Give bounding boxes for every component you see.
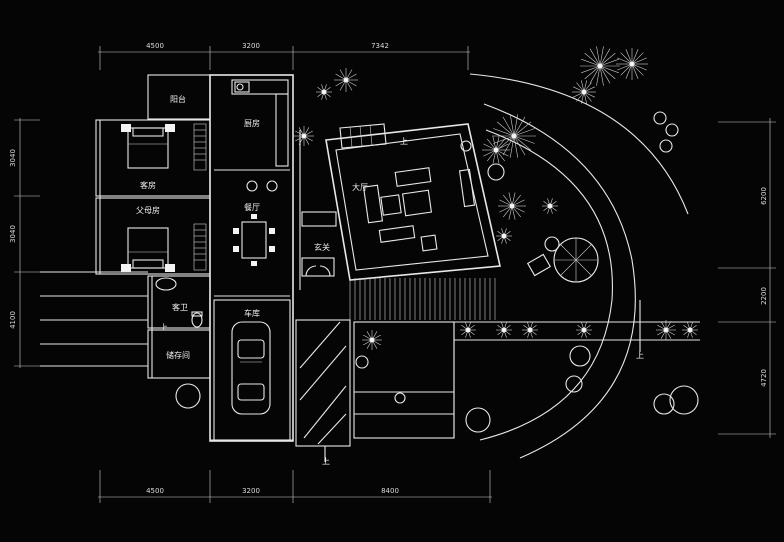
label-entrance: 玄关	[314, 242, 330, 252]
label-wc: 客卫	[172, 302, 188, 312]
left-dimension-line: 3040 3040 4100	[9, 118, 40, 368]
plant-symbol	[542, 198, 558, 214]
shrub-symbol	[569, 345, 591, 367]
car-icon	[231, 321, 271, 415]
shrub-symbol	[659, 139, 673, 153]
dim-right-1: 6200	[760, 187, 768, 205]
right-dimension-line: 6200 2200 4720	[718, 118, 776, 438]
wc-fixtures	[155, 277, 203, 328]
shrub-symbol	[669, 385, 699, 415]
dim-right-2: 2200	[760, 287, 768, 305]
room-labels: 阳台 厨房 客房 父母房 餐厅 大厅 玄关 客卫 储存间 车库	[136, 94, 368, 360]
garden-curves	[469, 73, 689, 459]
label-dining: 餐厅	[244, 203, 260, 212]
plant-symbol	[498, 192, 526, 220]
dim-top-2: 3200	[242, 42, 260, 50]
plant-symbol	[576, 322, 592, 338]
dim-left-2: 3040	[9, 225, 17, 243]
shrub-symbol	[653, 111, 667, 125]
deck-planks	[349, 278, 496, 320]
plant-symbol	[522, 322, 538, 338]
dim-left-1: 3040	[9, 149, 17, 167]
shrub-symbol	[665, 123, 679, 137]
label-storage: 储存间	[166, 350, 190, 360]
up-markers: 上 上 上 上	[160, 137, 644, 466]
top-dimension-line: 4500 3200 7342	[98, 42, 470, 70]
plant-symbol	[496, 228, 512, 244]
label-living: 大厅	[352, 182, 368, 192]
dim-right-3: 4720	[760, 369, 768, 387]
left-wing	[95, 74, 211, 379]
label-kitchen: 厨房	[244, 118, 260, 128]
shrub-symbol	[355, 355, 369, 369]
plant-symbol	[656, 320, 676, 340]
plant-symbol	[460, 322, 476, 338]
up-marker-2: 上	[160, 323, 168, 332]
dim-bottom-1: 4500	[146, 487, 164, 495]
shrub-symbol	[465, 407, 491, 433]
dim-top-3: 7342	[371, 42, 389, 50]
label-guest-room: 客房	[140, 180, 156, 190]
bottom-dimension-line: 4500 3200 8400	[98, 470, 492, 503]
label-garage: 车库	[244, 308, 260, 318]
dim-top-1: 4500	[146, 42, 164, 50]
dim-left-3: 4100	[9, 311, 17, 329]
platform-steps	[353, 321, 700, 439]
plant-symbol	[580, 46, 620, 86]
label-balcony: 阳台	[170, 94, 186, 104]
plant-symbol	[682, 322, 698, 338]
up-marker-1: 上	[400, 137, 408, 146]
center-column	[209, 74, 294, 442]
bed-parents-room	[121, 227, 175, 272]
plant-symbol	[496, 322, 512, 338]
shrub-symbol	[175, 383, 201, 409]
dining-table	[233, 180, 278, 266]
plant-symbol	[492, 114, 536, 158]
plant-symbol	[616, 48, 648, 80]
plant-symbol	[482, 136, 510, 164]
shrub-symbol	[565, 375, 583, 393]
up-marker-4: 上	[322, 457, 330, 466]
dim-bottom-3: 8400	[381, 487, 399, 495]
left-steps	[40, 271, 148, 367]
living-block	[325, 123, 501, 281]
up-marker-3: 上	[636, 351, 644, 360]
ramp	[295, 319, 351, 462]
plant-symbol	[362, 330, 382, 350]
dim-bottom-2: 3200	[242, 487, 260, 495]
entrance-area	[299, 130, 337, 290]
plant-symbol	[316, 84, 332, 100]
shrub-symbol	[394, 392, 406, 404]
outdoor-umbrella	[526, 236, 599, 283]
plant-symbol	[334, 68, 358, 92]
plants	[175, 46, 699, 433]
shrub-symbol	[653, 393, 675, 415]
plant-symbol	[294, 126, 314, 146]
plant-symbol	[572, 80, 596, 104]
label-parents-room: 父母房	[136, 205, 160, 215]
bed-guest-room	[121, 124, 175, 169]
shrub-symbol	[487, 163, 505, 181]
